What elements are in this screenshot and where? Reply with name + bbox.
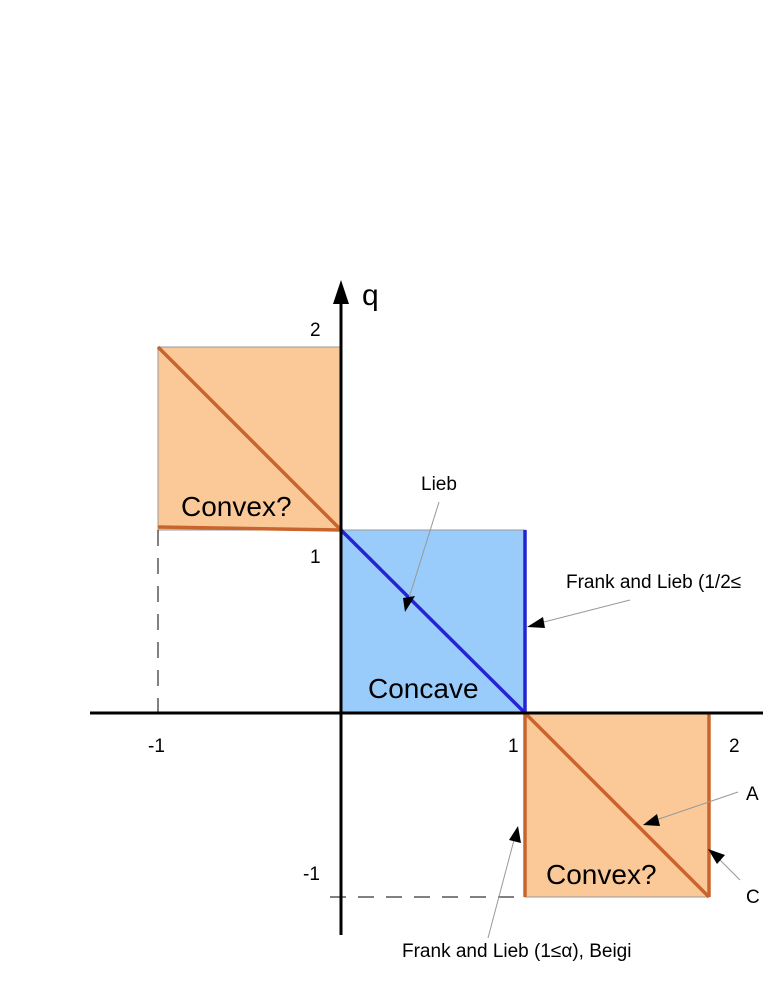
y-axis-arrowhead [333,280,349,304]
y-tick-1: 1 [310,547,321,568]
y-tick-2: 2 [310,320,321,341]
region-label-top-left: Convex? [181,491,292,522]
x-tick-1: 1 [508,736,519,757]
region-label-bottom-right: Convex? [546,859,657,890]
arrow-frank-lieb-beigi [487,839,515,939]
annotation-right-a: A [746,784,759,805]
x-tick-2: 2 [729,736,740,757]
arrow-right-a [655,791,739,821]
arrowhead-right-c [708,849,725,864]
arrowhead-lieb [403,596,415,612]
arrowhead-right-a [643,814,660,826]
annotation-frank-lieb-half: Frank and Lieb (1/2≤ [566,572,741,593]
x-tick-minus1: -1 [148,736,165,757]
bottom-edge-top-left [157,525,342,532]
arrow-lieb [408,501,440,599]
arrowhead-frank-lieb-beigi [509,826,521,843]
lieb-diagonal [339,528,527,715]
arrow-frank-lieb-half [539,599,631,624]
y-tick-minus1: -1 [303,864,320,885]
region-label-center: Concave [368,673,479,704]
arrow-right-c [719,859,741,881]
arrowhead-frank-lieb-half [527,617,545,628]
annotation-right-c: C [746,887,760,908]
annotation-lieb: Lieb [421,474,457,495]
diagonal-top-left [156,345,343,532]
annotation-frank-lieb-beigi: Frank and Lieb (1≤α), Beigi [402,941,631,962]
diagonal-bottom-right [523,711,711,899]
y-axis-label: q [362,279,379,312]
